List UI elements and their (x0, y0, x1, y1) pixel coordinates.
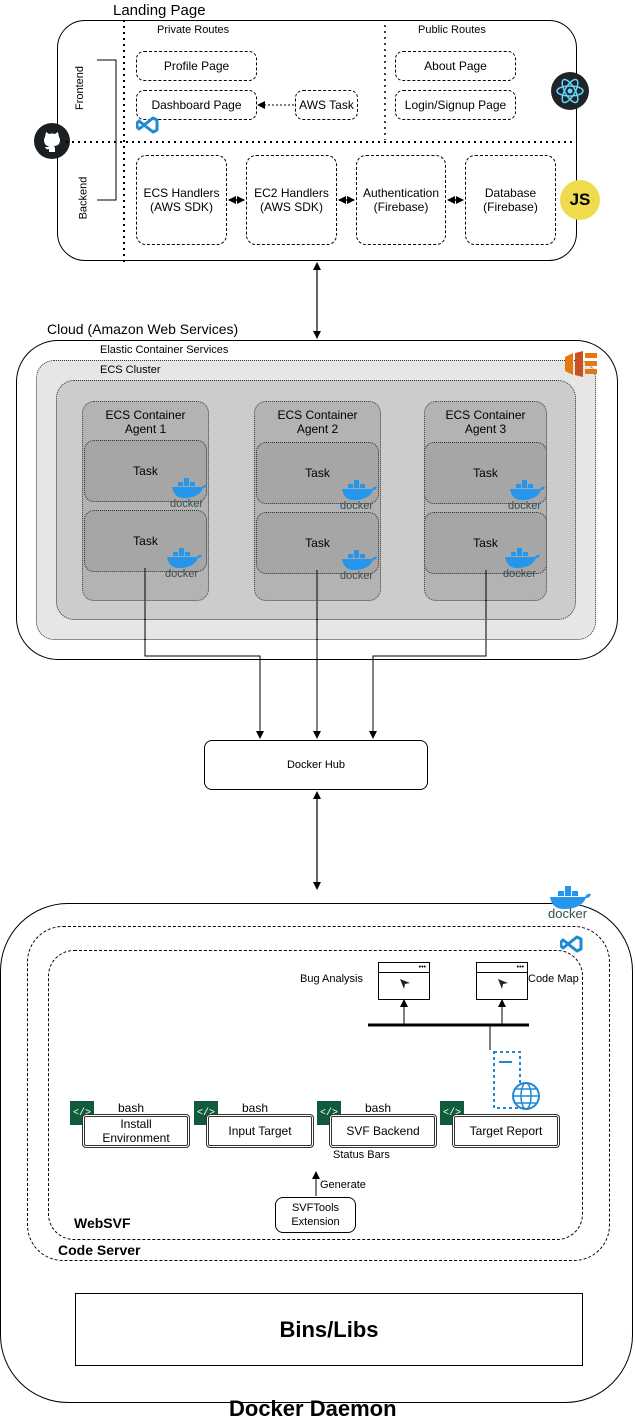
target-report-bar: Target Report (452, 1114, 560, 1148)
dashboard-page-label: Dashboard Page (151, 98, 242, 112)
github-icon (34, 123, 70, 159)
ec2-handlers-label: EC2 Handlers (AWS SDK) (254, 186, 329, 214)
docker-word: docker (170, 498, 204, 510)
landing-title: Landing Page (113, 2, 206, 19)
bug-analysis-window: ••• (378, 962, 430, 1000)
about-page-box: About Page (395, 51, 516, 81)
docker-word: docker (508, 500, 542, 512)
vscode-icon (135, 115, 160, 135)
profile-page-box: Profile Page (136, 51, 257, 81)
websvf-frame (48, 950, 583, 1240)
aws-ecs-icon (563, 349, 599, 379)
aws-task-box: AWS Task (295, 90, 358, 120)
bins-libs-label: Bins/Libs (279, 1316, 379, 1342)
login-signup-page-label: Login/Signup Page (404, 98, 507, 112)
docker-icon: docker (340, 550, 380, 584)
agent-1-title: ECS Container Agent 1 (105, 408, 186, 436)
bash-label: bash (365, 1101, 392, 1115)
agent-2-task-2: Task (256, 512, 379, 574)
docker-icon: docker (548, 886, 594, 922)
authentication-label: Authentication (Firebase) (362, 186, 440, 214)
docker-word: docker (340, 570, 374, 582)
task-label: Task (305, 466, 330, 480)
dashboard-page-box: Dashboard Page (136, 90, 257, 120)
generate-label: Generate (320, 1179, 366, 1191)
javascript-icon: JS (560, 180, 600, 220)
docker-hub-box: Docker Hub (204, 740, 428, 790)
profile-page-label: Profile Page (163, 59, 230, 73)
backend-label: Backend (77, 176, 90, 220)
input-target-bar: Input Target (206, 1114, 314, 1148)
docker-icon: docker (165, 548, 205, 582)
authentication-box: Authentication (Firebase) (356, 155, 446, 245)
docker-icon: docker (503, 548, 543, 582)
react-icon (551, 72, 589, 110)
docker-icon: docker (508, 480, 548, 514)
task-label: Task (473, 466, 498, 480)
svf-backend-label: SVF Backend (346, 1124, 420, 1138)
javascript-badge-label: JS (569, 190, 591, 209)
code-map-window: ••• (476, 962, 528, 1000)
status-bars-label: Status Bars (333, 1149, 390, 1161)
bash-label: bash (242, 1101, 269, 1115)
cloud-title: Cloud (Amazon Web Services) (47, 321, 239, 337)
input-target-label: Input Target (228, 1124, 292, 1138)
bug-analysis-label: Bug Analysis (300, 973, 363, 985)
websvf-label: WebSVF (74, 1215, 131, 1231)
code-server-label: Code Server (58, 1242, 141, 1258)
frontend-label: Frontend (74, 65, 87, 111)
public-routes-label: Public Routes (418, 24, 486, 36)
ecs-cluster-label: ECS Cluster (100, 364, 161, 376)
agent-2-title: ECS Container Agent 2 (277, 408, 358, 436)
ecs-services-label: Elastic Container Services (100, 344, 229, 356)
ecs-handlers-box: ECS Handlers (AWS SDK) (136, 155, 227, 245)
svf-backend-bar: SVF Backend (329, 1114, 437, 1148)
docker-icon: docker (340, 480, 380, 514)
docker-daemon-title: Docker Daemon (229, 1396, 397, 1421)
code-icon-glyph: </> (72, 1107, 91, 1119)
code-icon-glyph: </> (319, 1107, 338, 1119)
target-report-label: Target Report (469, 1124, 543, 1138)
database-box: Database (Firebase) (465, 155, 556, 245)
ec2-handlers-box: EC2 Handlers (AWS SDK) (246, 155, 337, 245)
code-map-label: Code Map (528, 973, 579, 985)
code-icon-glyph: </> (196, 1107, 215, 1119)
private-routes-label: Private Routes (157, 24, 230, 36)
svftools-extension-box: SVFTools Extension (275, 1197, 356, 1233)
install-environment-label: Install Environment (102, 1117, 170, 1145)
about-page-label: About Page (424, 59, 487, 73)
database-label: Database (Firebase) (483, 186, 538, 214)
docker-icon: docker (170, 478, 210, 512)
task-label: Task (133, 534, 158, 548)
ecs-handlers-label: ECS Handlers (AWS SDK) (143, 186, 220, 214)
docker-word: docker (340, 500, 374, 512)
bins-libs-box: Bins/Libs (75, 1293, 583, 1366)
code-server-frame (27, 926, 610, 1261)
install-environment-bar: Install Environment (82, 1114, 190, 1148)
svftools-extension-label: SVFTools Extension (291, 1202, 340, 1228)
aws-task-label: AWS Task (299, 98, 354, 112)
login-signup-page-box: Login/Signup Page (395, 90, 516, 120)
task-label: Task (133, 464, 158, 478)
docker-word: docker (165, 568, 199, 580)
vscode-icon (559, 934, 584, 954)
docker-word: docker (503, 568, 537, 580)
web-report-icon (490, 1050, 544, 1112)
bash-label: bash (118, 1101, 145, 1115)
code-icon-glyph: </> (442, 1107, 461, 1119)
agent-3-title: ECS Container Agent 3 (445, 408, 526, 436)
docker-daemon-frame (0, 903, 633, 1403)
docker-hub-label: Docker Hub (286, 759, 346, 771)
task-label: Task (305, 536, 330, 550)
docker-word: docker (548, 906, 588, 921)
task-label: Task (473, 536, 498, 550)
